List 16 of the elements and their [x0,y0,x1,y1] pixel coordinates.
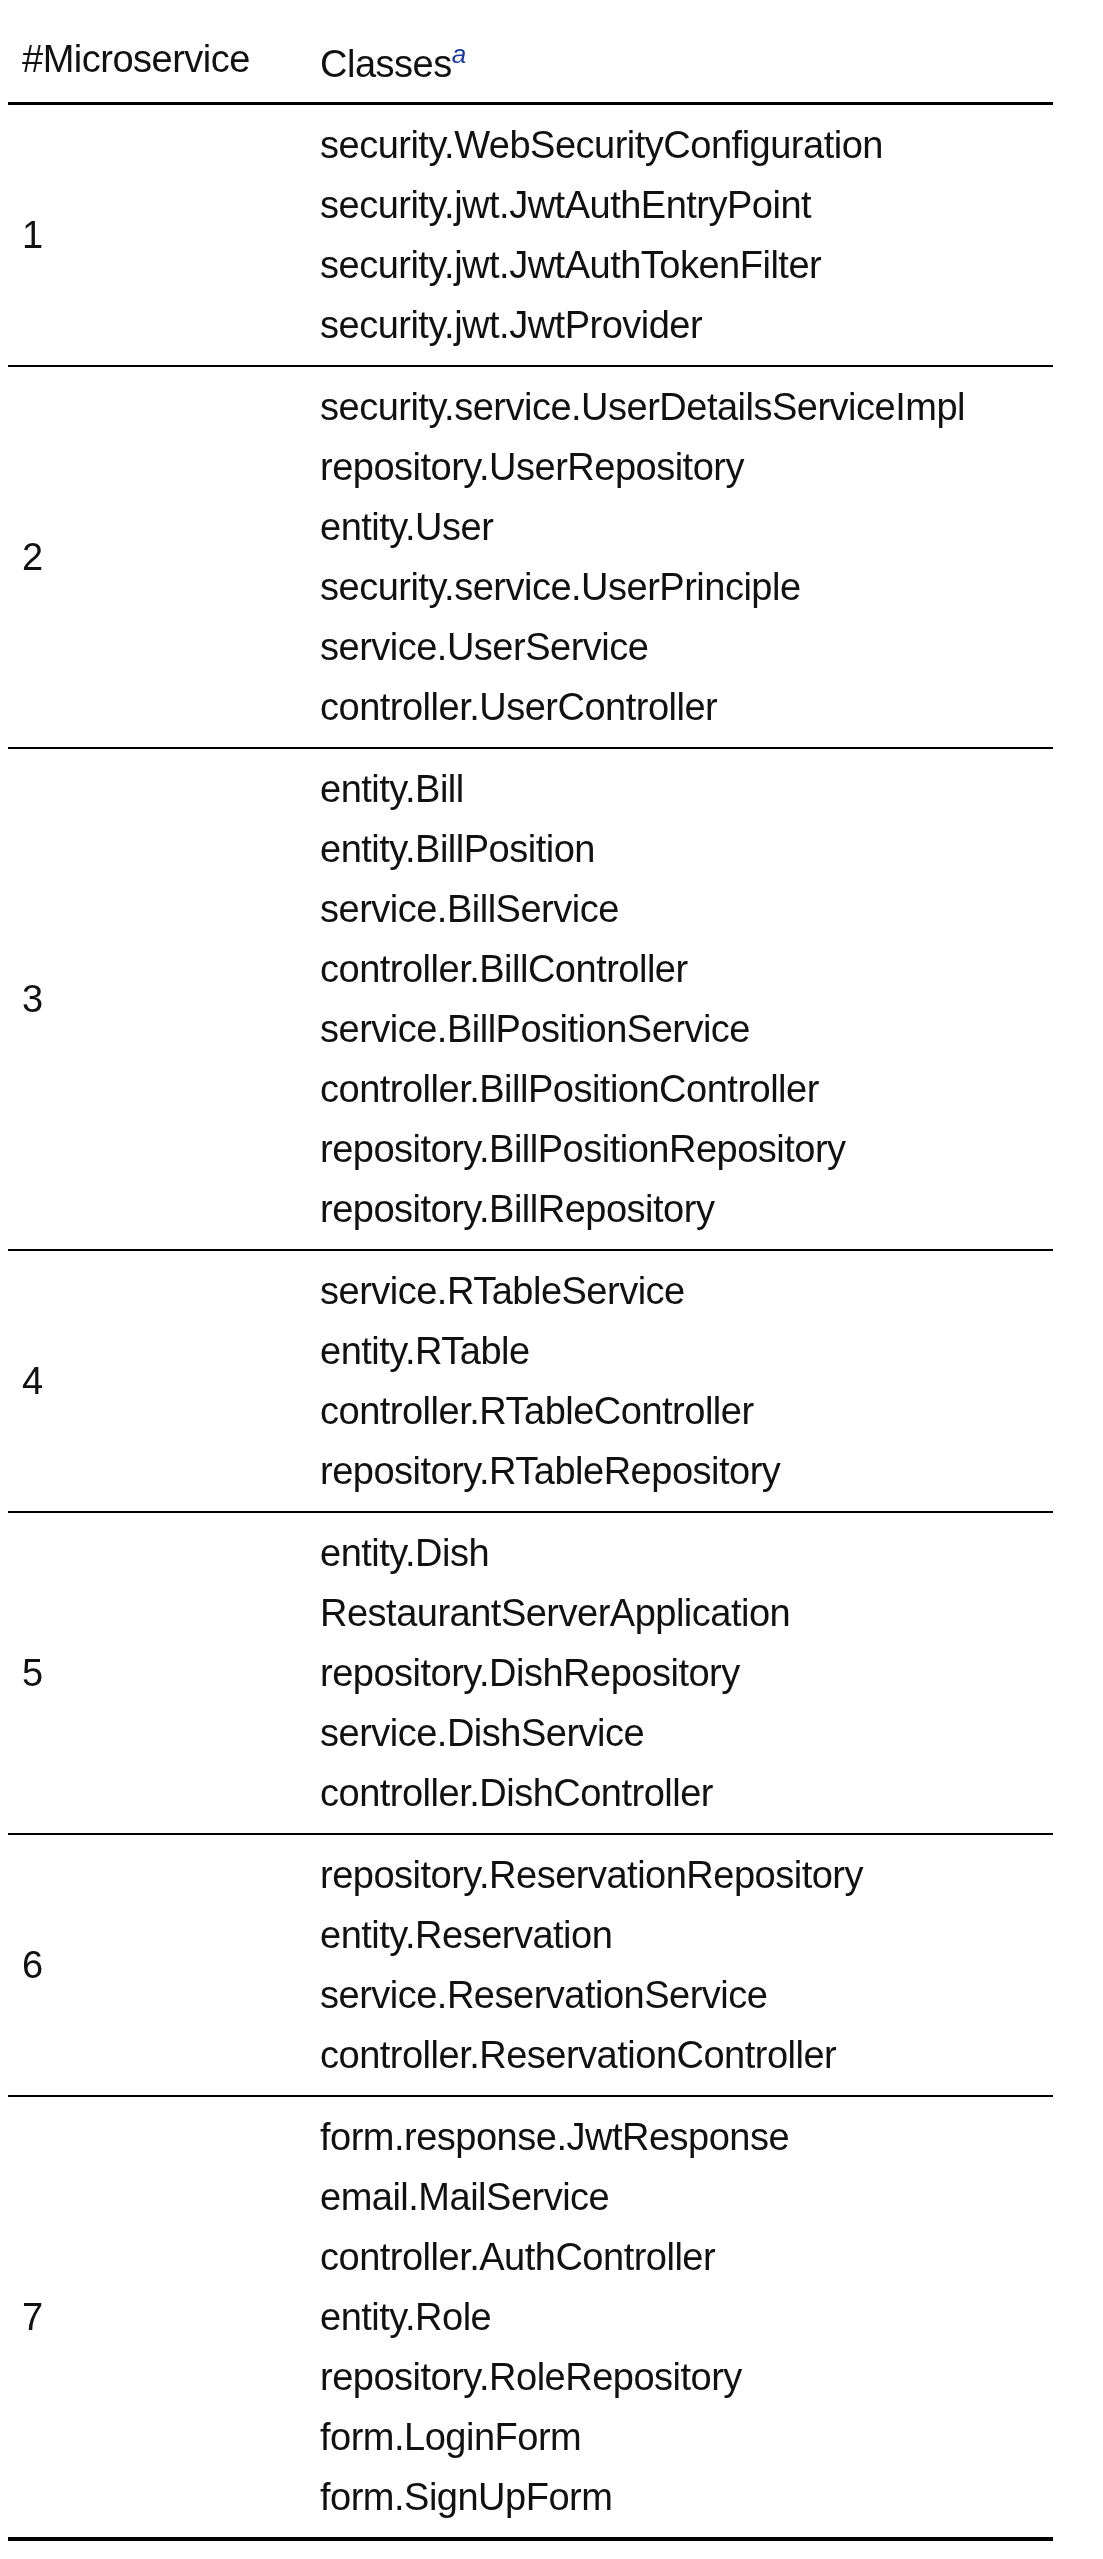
class-list: security.service.UserDetailsServiceImpl repository.UserRepository entity.User security.service.UserPrinciple service.UserService controller.UserController [320,385,965,728]
column-header: #Microservice [22,37,250,80]
row-number: 4 [22,1359,43,1402]
row-number: 5 [22,1651,43,1694]
class-list: entity.Bill entity.BillPosition service.BillService controller.BillController service.BillPositionService controller.BillPositionController repository.BillPositionRepository repository.BillRepository [320,767,846,1230]
row-number: 3 [22,977,43,1020]
row-number: 1 [22,213,43,256]
class-list: repository.ReservationRepository entity.Reservation service.ReservationService controller.ReservationController [320,1853,863,2076]
row-number: 6 [22,1943,43,1986]
class-list: form.response.JwtResponse email.MailService controller.AuthController entity.Role repository.RoleRepository form.LoginForm form.SignUpForm [320,2115,790,2518]
row-number: 7 [22,2295,43,2338]
class-list: security.WebSecurityConfiguration security.jwt.JwtAuthEntryPoint security.jwt.JwtAuthTokenFilter security.jwt.JwtProvider [320,123,883,346]
class-list: entity.Dish RestaurantServerApplication repository.DishRepository service.DishService controller.DishController [320,1531,791,1814]
class-list: service.RTableService entity.RTable controller.RTableController repository.RTableRepository [320,1269,781,1492]
column-header: Classes$^{a}$ [320,42,466,85]
row-number: 2 [22,535,43,578]
